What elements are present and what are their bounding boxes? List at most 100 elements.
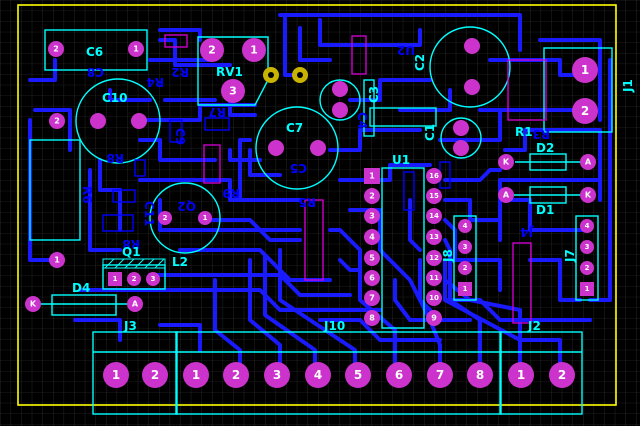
cap-pad [453,120,469,136]
pad-j10-4: 4 [305,362,331,388]
pad-label: 2 [54,117,60,126]
pad-label: 1 [112,368,120,382]
pad-u1-15: 15 [426,188,442,204]
pad-c6-1: 1 [128,41,144,57]
pad-label: 3 [151,275,156,283]
cap-pad [332,102,348,118]
pad-label: 5 [354,368,362,382]
pad-label: 1 [581,63,589,77]
pad-j10-2: 2 [223,362,249,388]
pad-u1-16: 16 [426,168,442,184]
d2-k-label: K [503,158,510,167]
label-c6: C6 [86,45,103,59]
pad-label: 4 [314,368,322,382]
label-r6: R6 [80,186,94,204]
j4-body [512,242,532,324]
j1-outline [543,47,613,133]
pad-q1-1: 1 [108,272,122,286]
d2-a-label: A [585,158,592,167]
part-body-outlines [164,34,547,324]
pad-label: 2 [163,214,168,222]
pad-label: 7 [436,368,444,382]
pad-label: 9 [431,314,437,323]
c4-outline [369,107,437,127]
pad-q1-2: 2 [127,272,141,286]
pad-label: 4 [463,222,468,230]
label-c9: C9 [173,128,187,145]
label-c4: C4 [355,112,369,129]
pad-j8-3: 3 [458,240,472,254]
pad-q1-3: 3 [146,272,160,286]
pad-rv1-2: 2 [200,38,224,62]
pad-label: 11 [429,274,439,282]
label-u2: U2 [397,43,415,57]
u1-outline [381,167,425,329]
pad-label: 1 [585,285,590,293]
pad-label: 3 [273,368,281,382]
label-c1: C1 [423,124,437,141]
cap-pad [268,140,284,156]
pad-label: 4 [585,222,590,230]
silkscreen-outlines [29,26,613,415]
pad-label: 12 [429,254,439,262]
pad-label: 10 [429,294,439,302]
j3-outline [92,331,178,415]
label-d4: D4 [72,281,90,295]
pad-label: 1 [54,256,60,265]
j2-outline [499,331,583,415]
d4-a-label: A [132,300,139,309]
pad-u1-14: 14 [426,208,442,224]
q2-outline [149,182,221,254]
pad-label: 2 [132,275,137,283]
c6-outline [44,29,148,71]
pad-label: 3 [229,85,237,98]
label-j2: J2 [527,319,541,333]
pad-label: 1 [250,44,258,57]
pad-label: 3 [369,212,375,221]
label-c5: C5 [290,161,307,175]
label-rv1: RV1 [216,65,243,79]
cap-pad [332,81,348,97]
d4-k-label: K [30,300,37,309]
pad-label: 2 [53,45,59,54]
pad-j8-1: 1 [458,282,472,296]
c3-outline [363,79,375,137]
pad-j8-2: 2 [458,261,472,275]
pad-label: 13 [429,233,439,241]
label-c8: C8 [87,65,104,79]
pad-c6-2: 2 [48,41,64,57]
silk-labels: C6 C8 R2 R4 RV1 U2 C2 J1 C10 R7 C9 R9 C7… [72,43,635,333]
d4-outline [51,294,117,316]
pad-q2-1: 1 [198,211,212,225]
pad-u1-4: 4 [364,229,380,245]
c2-outline [429,26,511,108]
pad-label: 6 [395,368,403,382]
cap-pad [90,113,106,129]
label-j4: J4 [520,225,534,239]
label-l2: L2 [172,255,188,269]
pad-u1-12: 12 [426,250,442,266]
pad-j10-5: 5 [345,362,371,388]
pad-j10-8: 8 [467,362,493,388]
pad-label: 5 [369,254,375,263]
pad-label: 2 [369,192,375,201]
rv1-outline [197,36,269,106]
pad-j2-1: 1 [508,362,534,388]
pad-c10-1: 1 [49,252,65,268]
pad-label: 2 [558,368,566,382]
label-u1: U1 [392,153,410,167]
pad-label: 1 [133,45,139,54]
label-q2: Q2 [177,199,196,213]
pad-u1-11: 11 [426,270,442,286]
pad-label: 1 [517,368,525,382]
pad-label: 3 [463,243,468,251]
label-r5: R5 [298,195,316,209]
q1-hatch [102,258,166,269]
cap-pad [310,140,326,156]
label-c3: C3 [367,86,381,103]
label-j8: J8 [441,249,455,263]
pad-j7-1: 1 [580,282,594,296]
label-c11: C11 [142,201,156,227]
